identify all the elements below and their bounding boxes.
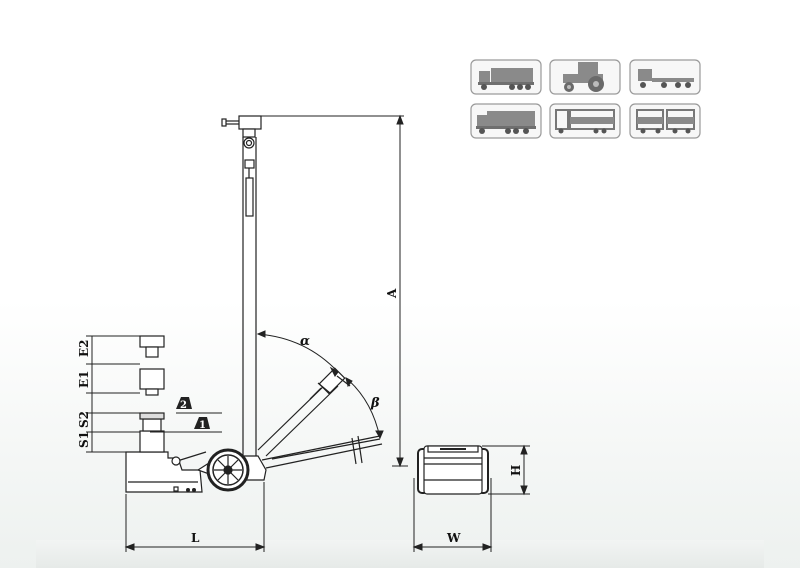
label-alpha: α [300,334,310,349]
label-e1: E1 [77,371,91,389]
dimension-a [258,114,408,468]
left-dimension-stack [86,335,140,453]
label-s1: S1 [77,431,91,448]
tractor-icon [549,59,621,95]
jack-handle-tilted-alpha [257,367,351,457]
angle-alpha-arc [256,330,339,377]
front-view [417,445,489,495]
dimension-l [124,482,266,552]
wheel [206,448,250,492]
jack-handle-upright [221,115,262,462]
jack-body [125,412,267,493]
floor-strip [36,540,764,568]
semi-trailer-icon [549,103,621,139]
vehicle-icon-grid [470,59,701,139]
extension-e2 [139,335,165,358]
label-h: H [509,465,523,476]
label-w: W [446,531,461,545]
truck-icon [470,59,542,95]
stage-badge-1: 1 [150,417,222,433]
angle-beta-arc [345,377,384,440]
label-beta: β [370,396,380,411]
jack-handle-tilted-beta [261,435,383,469]
flatbed-truck-icon [629,59,701,95]
box-truck-icon [470,103,542,139]
dimension-h [482,444,530,496]
svg-text:1: 1 [199,420,206,431]
extension-e1 [139,368,165,396]
label-a: A [385,288,399,299]
dimension-w [412,478,493,552]
stage-badge-2: 2 [176,397,222,414]
label-e2: E2 [77,340,91,358]
label-s2: S2 [77,411,91,428]
truck-trailer-icon [629,103,701,139]
svg-text:2: 2 [180,400,187,411]
label-l: L [191,531,200,545]
